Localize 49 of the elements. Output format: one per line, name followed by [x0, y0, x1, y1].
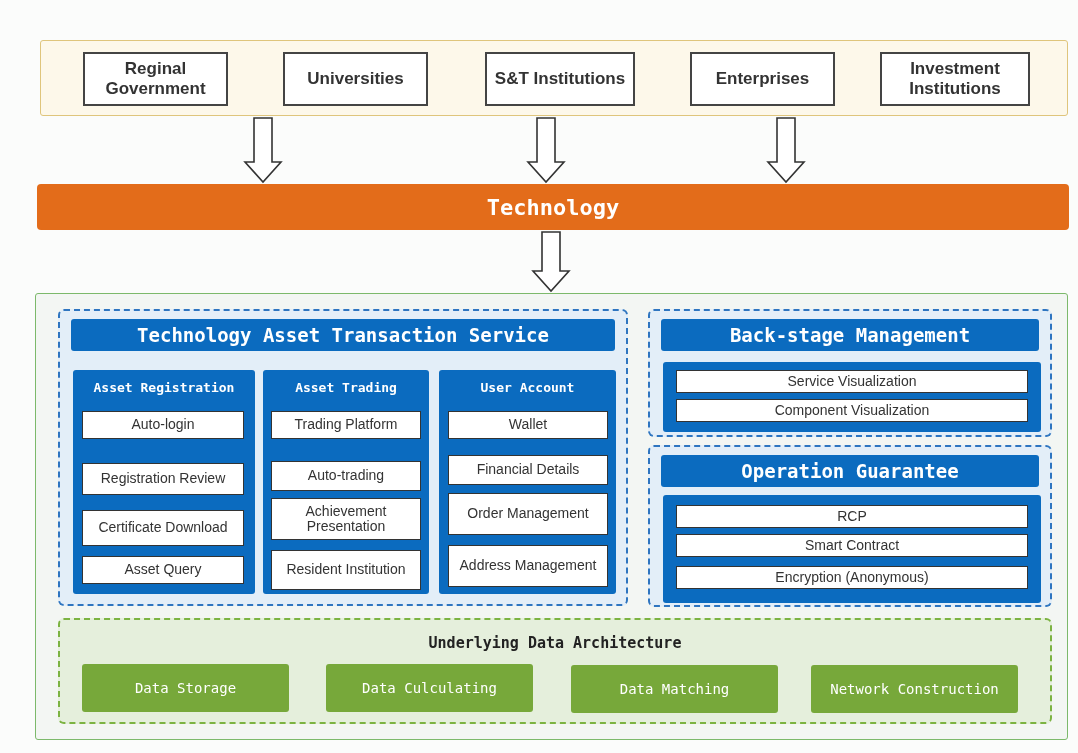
column-heading: Asset Registration — [92, 380, 236, 395]
data-function-box: Network Construction — [811, 665, 1018, 713]
function-box: RCP — [676, 505, 1028, 528]
service-group — [648, 309, 1052, 437]
module-panel — [663, 495, 1041, 603]
function-box: Trading Platform — [271, 411, 421, 439]
function-box: Encryption (Anonymous) — [676, 566, 1028, 589]
section-heading-bar: Back-stage Management — [661, 319, 1039, 351]
stakeholder-box: Reginal Government — [83, 52, 228, 106]
function-box: Address Management — [448, 545, 608, 587]
function-box: Service Visualization — [676, 370, 1028, 393]
section-heading-bar: Operation Guarantee — [661, 455, 1039, 487]
function-box: Certificate Download — [82, 510, 244, 546]
column-heading: User Account — [479, 380, 576, 395]
function-box: Auto-login — [82, 411, 244, 439]
stakeholder-band — [40, 40, 1068, 116]
function-box: Component Visualization — [676, 399, 1028, 422]
function-box: Financial Details — [448, 455, 608, 485]
module-panel — [663, 362, 1041, 432]
stakeholder-box: Enterprises — [690, 52, 835, 106]
module-column — [263, 370, 429, 594]
technology-bar: Technology — [37, 184, 1069, 230]
platform-panel — [35, 293, 1068, 740]
hollow-arrow — [243, 117, 283, 184]
function-box: Asset Query — [82, 556, 244, 584]
section-heading-bar: Technology Asset Transaction Service — [71, 319, 615, 351]
stakeholder-box: Investment Institutions — [880, 52, 1030, 106]
function-box: Smart Contract — [676, 534, 1028, 557]
function-box: Registration Review — [82, 463, 244, 495]
module-column — [73, 370, 255, 594]
hollow-arrow — [526, 117, 566, 184]
hollow-arrow — [531, 231, 571, 293]
section-heading: Underlying Data Architecture — [427, 634, 683, 652]
function-box: Auto-trading — [271, 461, 421, 491]
data-function-box: Data Storage — [82, 664, 289, 712]
data-architecture-group — [58, 618, 1052, 724]
function-box: Order Management — [448, 493, 608, 535]
data-function-box: Data Culculating — [326, 664, 533, 712]
hollow-arrow — [766, 117, 806, 184]
module-column — [439, 370, 616, 594]
function-box: Wallet — [448, 411, 608, 439]
stakeholder-box: Universities — [283, 52, 428, 106]
data-function-box: Data Matching — [571, 665, 778, 713]
column-heading: Asset Trading — [294, 380, 398, 395]
stakeholder-box: S&T Institutions — [485, 52, 635, 106]
service-group — [58, 309, 628, 606]
function-box: Resident Institution — [271, 550, 421, 590]
function-box: Achievement Presentation — [271, 498, 421, 540]
service-group — [648, 445, 1052, 607]
